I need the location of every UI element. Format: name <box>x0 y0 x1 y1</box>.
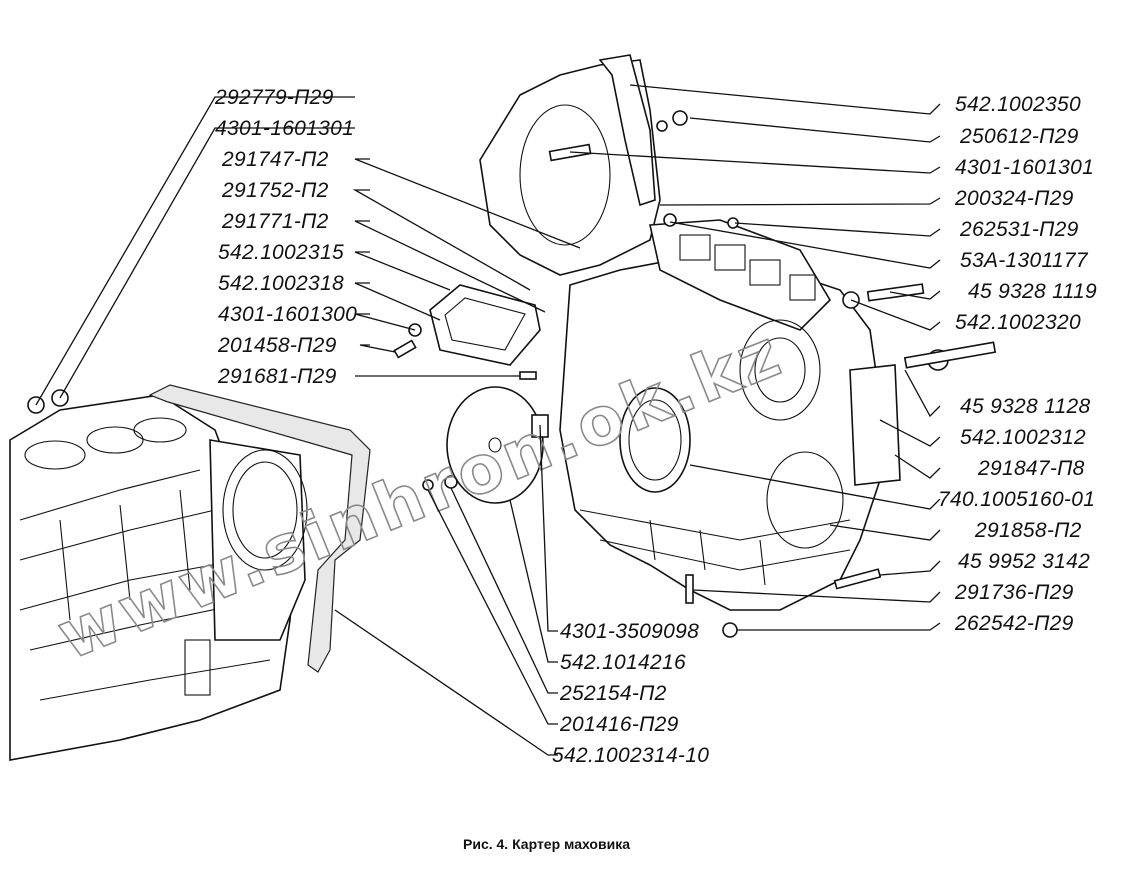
label-262542-p29: 262542-П29 <box>954 612 1074 635</box>
oil-seal <box>619 387 691 493</box>
label-201416-p29: 201416-П29 <box>559 713 679 736</box>
label-4301-1601301-right: 4301-1601301 <box>955 156 1094 179</box>
label-542-1002318: 542.1002318 <box>218 272 344 295</box>
label-4301-1601300: 4301-1601300 <box>218 303 357 326</box>
label-291747-p2: 291747-П2 <box>221 148 329 171</box>
label-262531-p29: 262531-П29 <box>959 218 1079 241</box>
label-252154-p2: 252154-П2 <box>559 682 667 705</box>
label-201458-p29: 201458-П29 <box>217 334 337 357</box>
fasteners <box>27 110 997 638</box>
gasket <box>148 384 371 673</box>
leader-lines <box>35 84 941 756</box>
engine-block <box>9 394 308 761</box>
label-542-1002320: 542.1002320 <box>955 311 1081 334</box>
label-740-1005160-01: 740.1005160-01 <box>938 488 1095 511</box>
figure-caption: Рис. 4. Картер маховика <box>463 836 630 852</box>
label-291736-p29: 291736-П29 <box>954 581 1074 604</box>
label-4301-1601301-left: 4301-1601301 <box>215 117 354 140</box>
label-291847-p8: 291847-П8 <box>977 457 1085 480</box>
label-542-1002350: 542.1002350 <box>955 93 1081 116</box>
label-45-9328-1119: 45 9328 1119 <box>968 280 1097 303</box>
labels-right: 542.1002350 250612-П29 4301-1601301 2003… <box>938 93 1097 635</box>
flywheel-housing <box>479 54 881 611</box>
label-291771-p2: 291771-П2 <box>221 210 329 233</box>
label-291858-p2: 291858-П2 <box>974 519 1082 542</box>
label-542-1014216: 542.1014216 <box>560 651 686 674</box>
labels-bottom: 4301-3509098 542.1014216 252154-П2 20141… <box>552 620 709 767</box>
label-542-1002312: 542.1002312 <box>960 426 1086 449</box>
label-200324-p29: 200324-П29 <box>954 187 1074 210</box>
label-542-1002314-10: 542.1002314-10 <box>552 744 709 767</box>
label-4301-3509098: 4301-3509098 <box>560 620 699 643</box>
cover-disk <box>446 386 544 504</box>
cover-plate <box>849 364 901 486</box>
label-291752-p2: 291752-П2 <box>221 179 329 202</box>
label-542-1002315: 542.1002315 <box>218 241 344 264</box>
label-45-9328-1128: 45 9328 1128 <box>960 395 1091 418</box>
label-53a-1301177: 53А-1301177 <box>960 249 1089 272</box>
label-45-9952-3142: 45 9952 3142 <box>958 550 1090 573</box>
hatch-cover <box>429 284 541 366</box>
label-250612-p29: 250612-П29 <box>959 125 1079 148</box>
labels-left: 292779-П29 4301-1601301 291747-П2 291752… <box>214 86 357 388</box>
label-292779-p29: 292779-П29 <box>214 86 334 109</box>
label-291681-p29: 291681-П29 <box>217 365 337 388</box>
